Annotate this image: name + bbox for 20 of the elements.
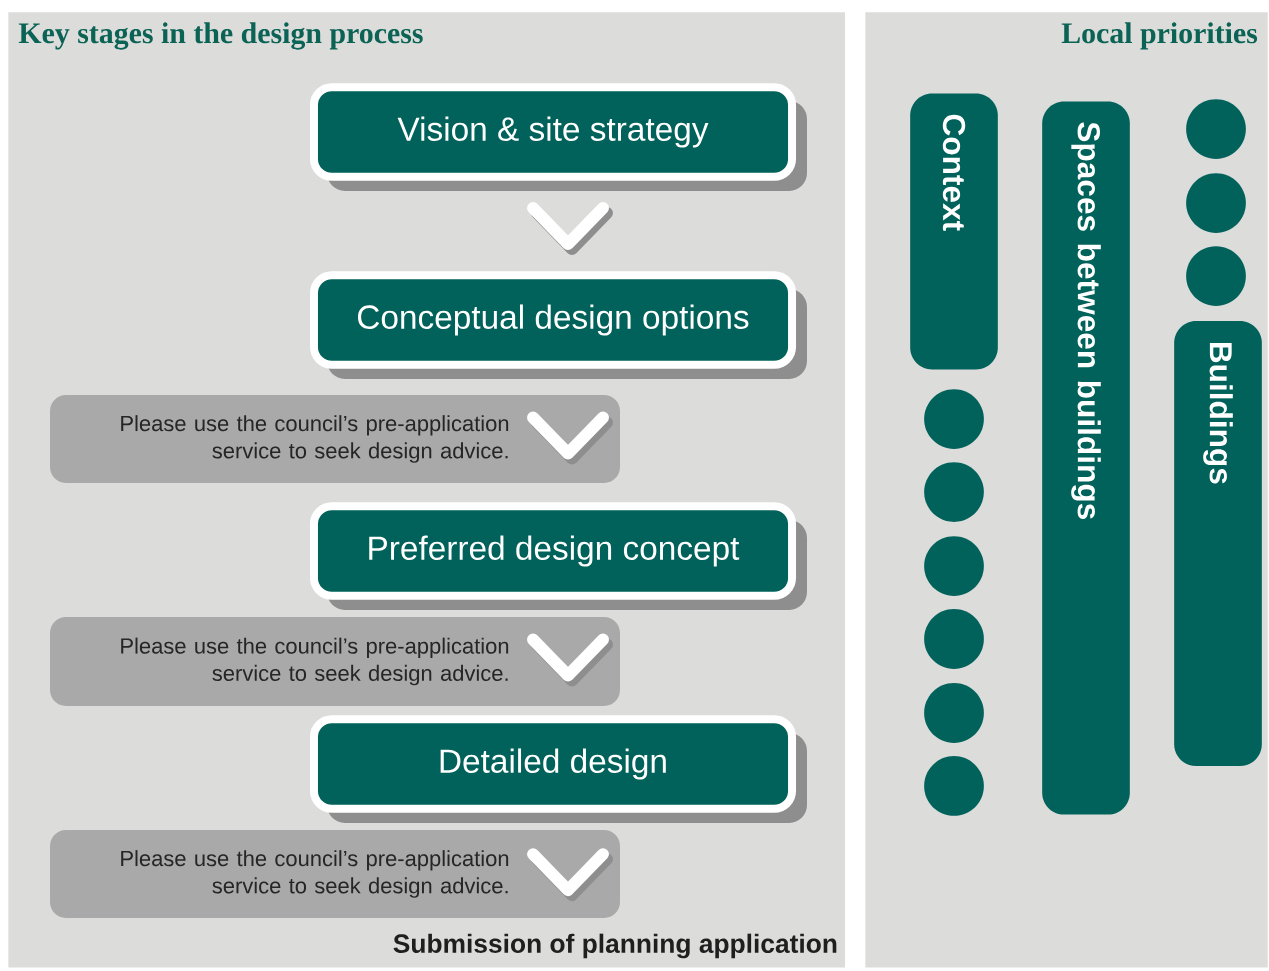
stage-box: Detailed design [310,715,807,823]
priority-bar: Spaces between buildings [1042,101,1130,815]
stage-box: Vision & site strategy [310,83,807,191]
priority-bar: Context [910,93,998,370]
dot [924,389,984,449]
note-box: Please use the council’s pre-application service to seek design advice. [50,395,620,483]
dot [1186,99,1246,159]
dot [1186,246,1246,306]
dot [924,756,984,816]
dot [924,536,984,596]
priority-bar: Buildings [1174,320,1262,767]
note-box: Please use the council’s pre-application service to seek design advice. [50,617,620,706]
note-box: Please use the council’s pre-application service to seek design advice. [50,830,620,918]
stage-label: Submission of planning application [393,933,837,959]
stage-box: Conceptual design options [310,271,807,379]
dot [924,683,984,743]
dot [924,609,984,669]
dot [924,462,984,522]
stage-box: Preferred design concept [310,502,807,610]
dot [1186,173,1246,233]
